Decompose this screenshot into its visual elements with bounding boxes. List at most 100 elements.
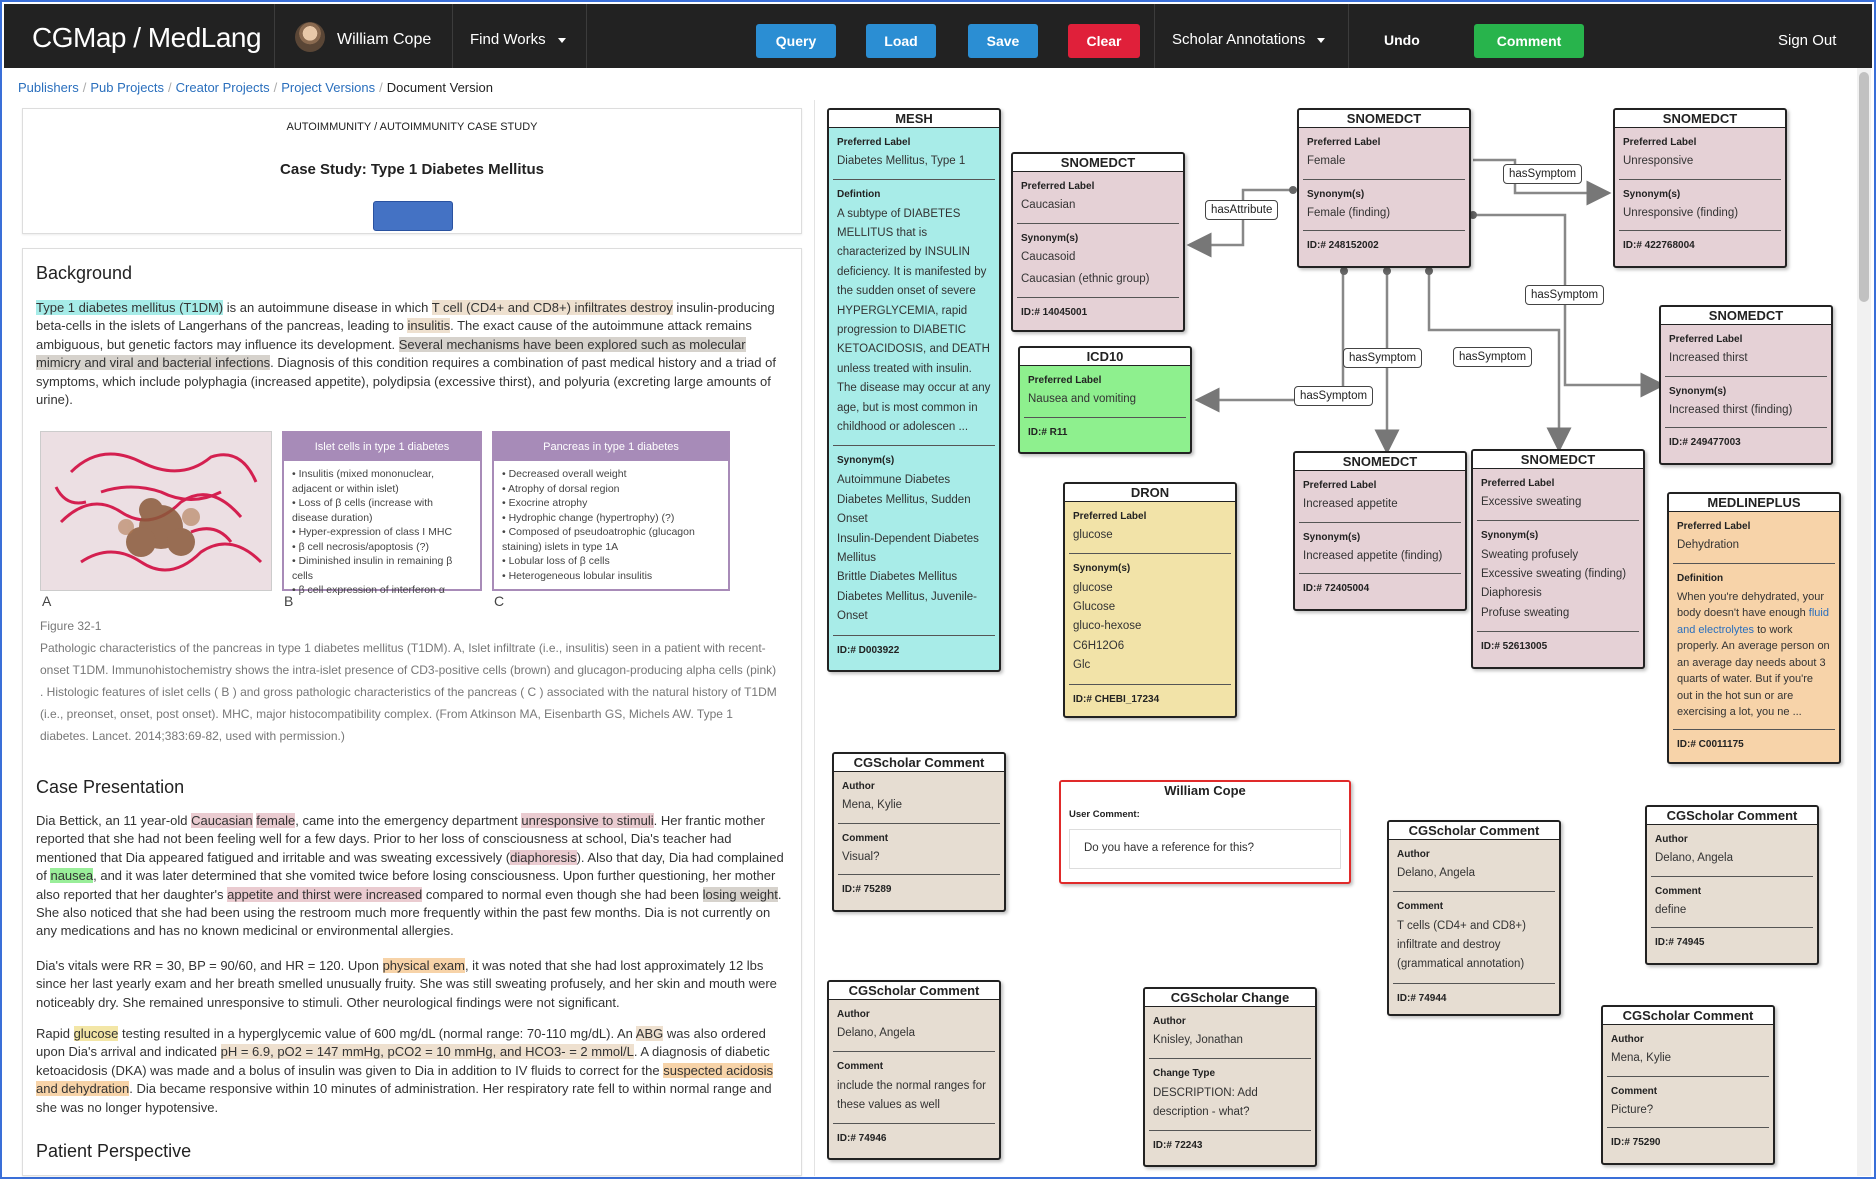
divider — [833, 178, 995, 180]
annotation-diaphoresis[interactable]: diaphoresis — [510, 849, 577, 865]
synonym: Caucasoid — [1021, 250, 1076, 263]
concept-id: ID:# 14045001 — [1021, 306, 1088, 318]
find-works-dropdown[interactable]: Find Works — [470, 31, 566, 48]
figure-32-1: Islet cells in type 1 diabetes Insulitis… — [40, 431, 777, 609]
author-heading: Author — [1153, 1016, 1186, 1027]
scholar-comment-card[interactable]: CGScholar Comment Author Delano, Angela … — [827, 980, 1001, 1160]
comment-id: ID:# 74945 — [1655, 937, 1705, 948]
icd10-nausea-card[interactable]: ICD10 Preferred Label Nausea and vomitin… — [1018, 346, 1192, 454]
synonym: Autoimmune Diabetes — [837, 474, 951, 487]
scholar-comment-card[interactable]: CGScholar Comment Author Delano, Angela … — [1387, 820, 1561, 1016]
link-label-has-symptom[interactable]: hasSymptom — [1503, 164, 1583, 184]
divider — [1024, 416, 1186, 418]
annotation-caucasian[interactable]: Caucasian — [191, 813, 253, 828]
card-source: MEDLINEPLUS — [1669, 494, 1839, 512]
annotation-unresponsive[interactable]: unresponsive to stimuli — [521, 813, 654, 828]
change-id: ID:# 72243 — [1153, 1140, 1203, 1152]
scholar-comment-card[interactable]: CGScholar Comment Author Delano, Angela … — [1645, 805, 1819, 965]
annotation-insulitis[interactable]: insulitis — [407, 318, 451, 334]
pancreas-item: Decreased overall weight — [502, 467, 720, 482]
text-span: to work properly. An average person on a… — [1677, 623, 1830, 719]
text-span: was also ordered upon Dia's arrival and … — [36, 1026, 766, 1060]
text-span: ). Also that day, Dia had complained of — [36, 849, 784, 884]
comment-text: include the normal ranges for these valu… — [837, 1079, 986, 1111]
islet-item: Diminished insulin in remaining β cells — [292, 554, 472, 583]
mesh-card[interactable]: MESH Preferred Label Diabetes Mellitus, … — [827, 108, 1001, 672]
annotation-abg[interactable]: ABG — [635, 1026, 664, 1041]
text-span: When you're dehydrated, your body doesn'… — [1677, 590, 1825, 620]
snomedct-unresponsive-card[interactable]: SNOMEDCT Preferred Label Unresponsive Sy… — [1613, 108, 1787, 268]
annotation-nausea[interactable]: nausea — [50, 868, 94, 884]
save-button[interactable]: Save — [968, 24, 1038, 58]
clear-button[interactable]: Clear — [1068, 24, 1140, 58]
breadcrumb-pub-projects[interactable]: Pub Projects — [90, 80, 165, 95]
divider — [1651, 927, 1813, 928]
document-action-button[interactable] — [373, 201, 453, 231]
scholar-annotations-dropdown[interactable]: Scholar Annotations — [1172, 31, 1326, 48]
breadcrumb-project-versions[interactable]: Project Versions — [281, 80, 376, 95]
user-comment-card[interactable]: William Cope User Comment: Do you have a… — [1059, 780, 1351, 884]
scholar-comment-card[interactable]: CGScholar Comment Author Mena, Kylie Com… — [1601, 1005, 1775, 1165]
sign-out-link[interactable]: Sign Out — [1778, 32, 1837, 49]
scrollbar-thumb[interactable] — [1859, 72, 1869, 302]
pref-label-heading: Preferred Label — [1303, 480, 1377, 491]
undo-button[interactable]: Undo — [1384, 32, 1420, 48]
histology-image[interactable] — [40, 431, 272, 591]
user-name[interactable]: William Cope — [337, 31, 432, 48]
breadcrumb-separator: / — [273, 80, 278, 95]
link-label-has-symptom[interactable]: hasSymptom — [1525, 285, 1605, 305]
divider — [833, 1123, 995, 1125]
figure-letter-b: B — [284, 593, 294, 609]
divider — [1149, 1057, 1311, 1059]
definition-text: A subtype of DIABETES MELLITUS that is c… — [837, 207, 991, 433]
comment-button[interactable]: Comment — [1474, 24, 1584, 58]
synonyms-heading: Synonym(s) — [1303, 531, 1361, 543]
snomedct-thirst-card[interactable]: SNOMEDCT Preferred Label Increased thirs… — [1659, 305, 1833, 465]
user-avatar[interactable] — [295, 22, 325, 52]
link-label-has-symptom[interactable]: hasSymptom — [1294, 386, 1374, 406]
comment-heading: Comment — [837, 1060, 884, 1072]
author-heading: Author — [1397, 849, 1430, 860]
medlineplus-dehydration-card[interactable]: MEDLINEPLUS Preferred Label Dehydration … — [1667, 492, 1841, 764]
snomedct-appetite-card[interactable]: SNOMEDCT Preferred Label Increased appet… — [1293, 451, 1467, 611]
synonym: gluco-hexose — [1073, 620, 1142, 633]
link-label-has-attribute[interactable]: hasAttribute — [1205, 200, 1279, 220]
pancreas-item: Hydrophic change (hypertrophy) (?) — [502, 511, 720, 526]
snomedct-caucasian-card[interactable]: SNOMEDCT Preferred Label Caucasian Synon… — [1011, 152, 1185, 332]
user-comment-input[interactable]: Do you have a reference for this? — [1069, 829, 1341, 869]
concept-map-canvas[interactable]: hasAttribute hasSymptom hasSymptom hasSy… — [814, 100, 1856, 1176]
snomedct-female-card[interactable]: SNOMEDCT Preferred Label Female Synonym(… — [1297, 108, 1471, 268]
annotation-female[interactable]: female — [256, 813, 296, 828]
annotation-t-cell[interactable]: T cell (CD4+ and CD8+) infiltrates destr… — [431, 300, 673, 315]
divider — [1673, 728, 1835, 730]
brand-title[interactable]: CGMap / MedLang — [32, 22, 262, 53]
link-label-has-symptom[interactable]: hasSymptom — [1343, 348, 1423, 368]
synonyms-heading: Synonym(s) — [1669, 385, 1727, 397]
definition-heading: Definition — [1677, 572, 1724, 584]
scrollbar[interactable] — [1857, 68, 1871, 1176]
annotation-physical-exam[interactable]: physical exam — [382, 958, 465, 973]
comment-heading: Comment — [1611, 1085, 1658, 1097]
annotation-appetite-thirst[interactable]: appetite and thirst were increased — [227, 886, 423, 902]
breadcrumb-publishers[interactable]: Publishers — [18, 80, 79, 95]
synonym: Diabetes Mellitus, Sudden Onset — [837, 493, 971, 526]
load-button[interactable]: Load — [866, 24, 936, 58]
link-label-has-symptom[interactable]: hasSymptom — [1453, 347, 1533, 367]
islet-item: Insulitis (mixed mononuclear, adjacent o… — [292, 467, 472, 496]
annotation-glucose[interactable]: glucose — [73, 1026, 119, 1041]
fluid-electrolytes-link[interactable]: fluid and electrolytes — [1677, 607, 1829, 636]
annotation-t1dm[interactable]: Type 1 diabetes mellitus (T1DM) — [36, 300, 224, 315]
scholar-comment-card[interactable]: CGScholar Comment Author Mena, Kylie Com… — [832, 752, 1006, 912]
annotation-losing-weight[interactable]: losing weight — [702, 886, 778, 902]
annotation-abg-values[interactable]: pH = 6.9, pO2 = 147 mmHg, pCO2 = 10 mmHg… — [220, 1044, 634, 1060]
query-button[interactable]: Query — [756, 24, 836, 58]
scholar-change-card[interactable]: CGScholar Change Author Knisley, Jonatha… — [1143, 987, 1317, 1167]
snomedct-sweating-card[interactable]: SNOMEDCT Preferred Label Excessive sweat… — [1471, 449, 1645, 669]
breadcrumb-creator-projects[interactable]: Creator Projects — [175, 80, 270, 95]
comment-id: ID:# 75289 — [842, 884, 892, 895]
breadcrumb: Publishers/Pub Projects/Creator Projects… — [18, 80, 493, 95]
user-comment-heading: User Comment: — [1069, 809, 1140, 820]
dron-glucose-card[interactable]: DRON Preferred Label glucose Synonym(s) … — [1063, 482, 1237, 718]
synonym: Caucasian (ethnic group) — [1021, 273, 1150, 285]
divider — [1651, 875, 1813, 877]
